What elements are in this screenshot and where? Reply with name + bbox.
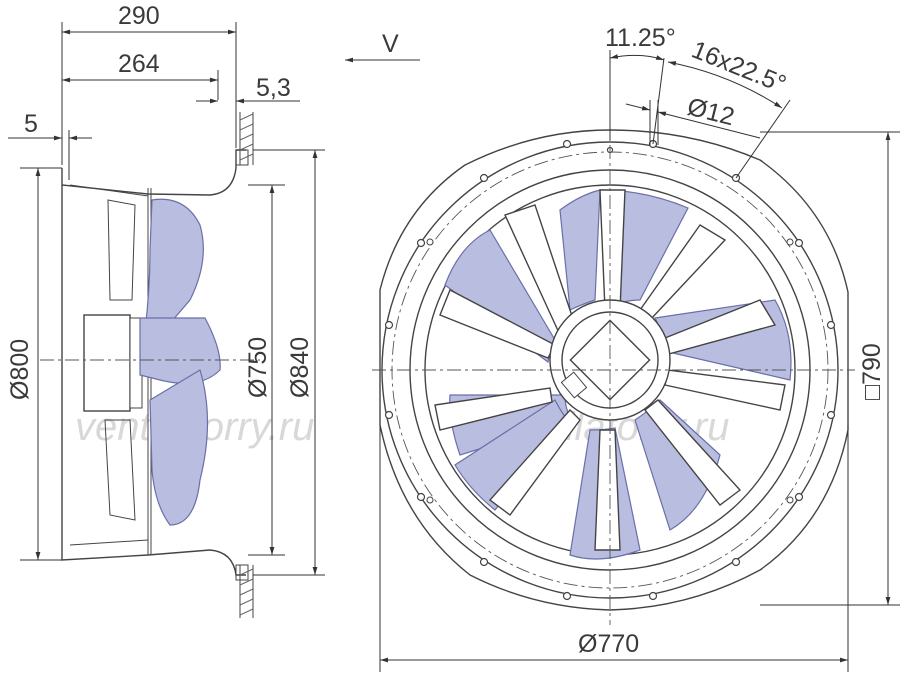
wall-hatch-bottom — [239, 565, 254, 618]
dim-264: 264 — [118, 50, 160, 78]
front-view — [372, 120, 855, 625]
mounting-holes — [384, 139, 836, 601]
side-blade-lower — [149, 369, 209, 526]
dim-angle-offset: 11.25° — [605, 24, 676, 52]
dim-dia-750: Ø750 — [244, 337, 272, 398]
dim-290: 290 — [118, 2, 160, 30]
view-indicator: V — [345, 30, 420, 63]
wall-hatch-top — [239, 112, 254, 165]
dim-square-790: □790 — [858, 343, 886, 400]
side-dimensions: 290 264 5,3 5 Ø800 Ø750 Ø840 — [6, 2, 325, 576]
motor-body — [83, 314, 131, 412]
side-view — [40, 112, 260, 618]
dim-dia-770: Ø770 — [578, 630, 639, 658]
dim-dia-840: Ø840 — [286, 337, 314, 398]
side-blade-upper — [144, 198, 204, 336]
dim-dia-800: Ø800 — [6, 339, 34, 400]
front-dimensions: 11.25° 16x22.5° Ø12 □790 Ø770 — [379, 24, 900, 672]
hub-terminal-box — [569, 319, 651, 401]
view-label: V — [382, 30, 399, 58]
dim-5-3: 5,3 — [256, 74, 291, 102]
dim-5: 5 — [24, 110, 38, 138]
dim-hole-dia: Ø12 — [685, 93, 738, 132]
dim-holes-pattern: 16x22.5° — [688, 36, 790, 99]
support-arms — [434, 189, 786, 551]
side-blade-mid — [139, 317, 221, 384]
